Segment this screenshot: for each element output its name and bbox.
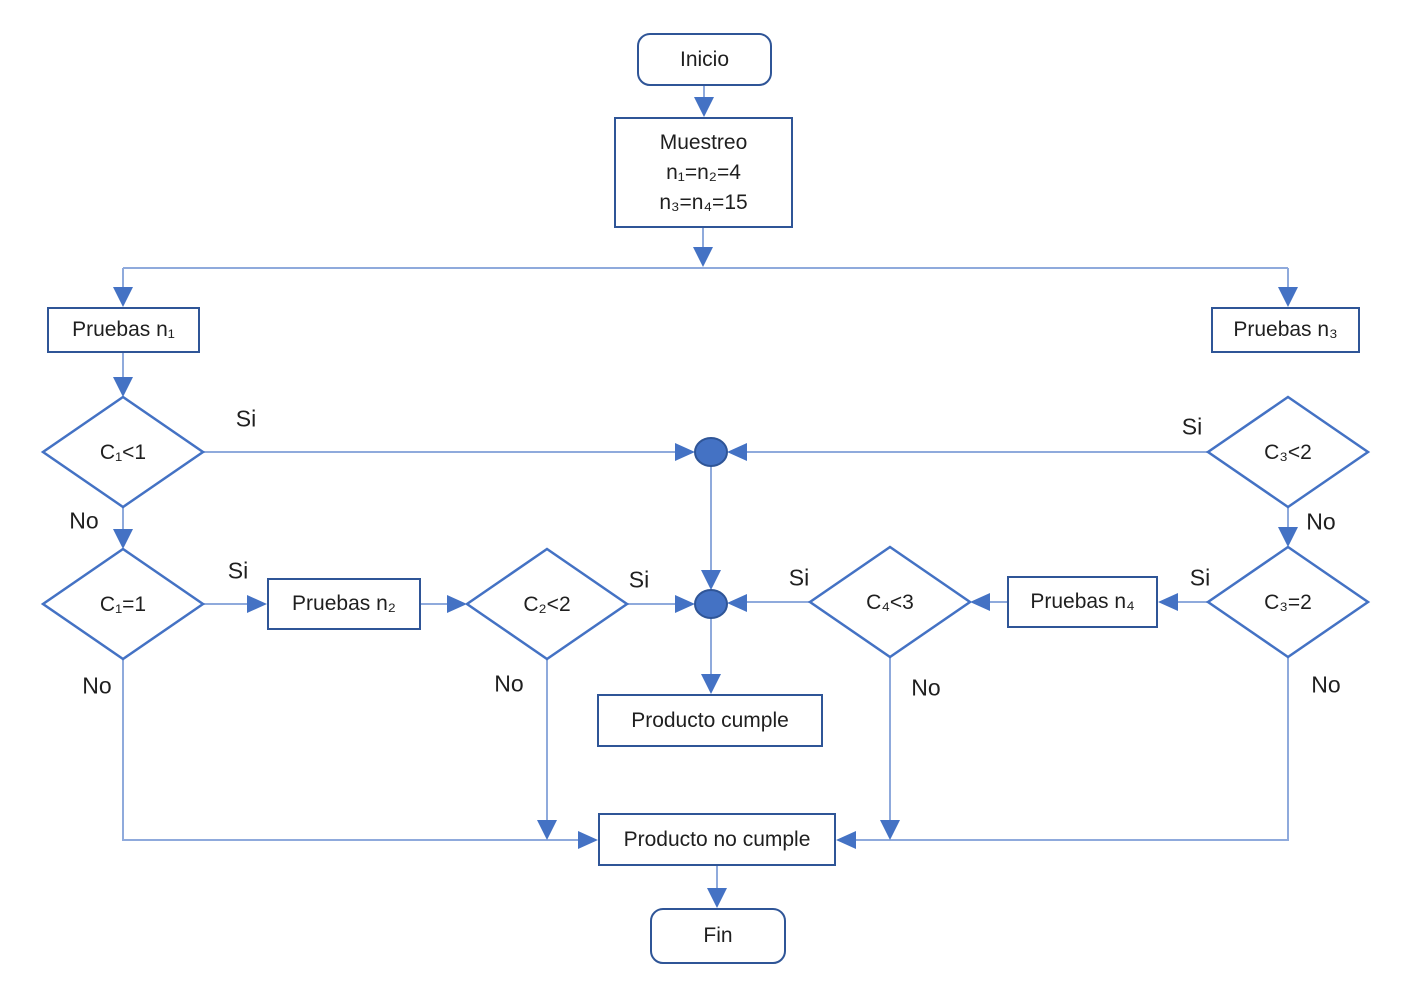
arrowhead-c1lt1-si-into-junction1: [675, 443, 695, 461]
node-producto-cumple-label: Producto cumple: [631, 708, 789, 732]
arrowhead-into-c2lt2: [447, 595, 467, 613]
edge-label-c2lt2-no: No: [494, 670, 524, 697]
decision-c2-lt-2-label: C₂<2: [523, 593, 571, 616]
node-muestreo: Muestreo n₁=n₂=4 n₃=n₄=15: [614, 117, 793, 228]
node-pruebas-n3: Pruebas n₃: [1211, 307, 1360, 353]
decision-c1-lt-1-label: C₁<1: [99, 441, 147, 464]
arrowhead-into-c1eq1: [113, 529, 133, 549]
edge-label-c1eq1-si: Si: [227, 557, 249, 584]
decision-c2-lt-2: [464, 547, 630, 661]
arrowhead-right-into-productonocumple: [836, 831, 856, 849]
arrowhead-c4lt3-si-into-junction2: [727, 594, 747, 612]
node-muestreo-line2: n₁=n₂=4: [666, 160, 741, 184]
junction-dot-2: [694, 589, 728, 619]
decision-c3-eq-2: [1205, 545, 1371, 659]
decision-c4-lt-3: [807, 545, 973, 659]
node-muestreo-line1: Muestreo: [659, 130, 748, 154]
arrowhead-into-c4lt3: [970, 593, 990, 611]
edge-label-c4lt3-no: No: [911, 674, 941, 701]
connector-c1eq1-no-productonocumple: [122, 659, 580, 841]
arrowhead-c4lt3-no-merge: [880, 820, 900, 840]
arrowhead-into-pruebas-n3: [1278, 287, 1298, 307]
decision-c3-eq-2-label: C₃=2: [1264, 591, 1312, 614]
edge-label-c3eq2-no: No: [1311, 671, 1341, 698]
arrowhead-c3lt2-si-into-junction1: [727, 443, 747, 461]
edge-label-c1lt1-si: Si: [235, 405, 257, 432]
edge-label-c4lt3-si: Si: [788, 564, 810, 591]
node-producto-no-cumple: Producto no cumple: [598, 813, 836, 866]
arrowhead-into-splitter: [693, 247, 713, 267]
arrowhead-left-into-productonocumple: [578, 831, 598, 849]
node-producto-cumple: Producto cumple: [597, 694, 823, 747]
node-muestreo-line3: n₃=n₄=15: [659, 190, 748, 214]
node-pruebas-n1-label: Pruebas n₁: [72, 318, 175, 341]
arrowhead-into-productocumple: [701, 674, 721, 694]
node-pruebas-n4-label: Pruebas n₄: [1030, 590, 1135, 613]
arrowhead-into-c1lt1: [113, 377, 133, 397]
edge-label-c3eq2-si: Si: [1189, 564, 1211, 591]
decision-c3-lt-2-label: C₃<2: [1264, 441, 1312, 464]
arrowhead-c3eq2-si-into-pruebasn4: [1158, 593, 1178, 611]
arrowhead-into-c3eq2: [1278, 527, 1298, 547]
decision-c4-lt-3-label: C₄<3: [866, 591, 914, 614]
node-fin: Fin: [650, 908, 786, 964]
arrowhead-into-pruebas-n1: [113, 287, 133, 307]
node-pruebas-n3-label: Pruebas n₃: [1233, 318, 1338, 341]
arrowhead-c2lt2-no-merge: [537, 820, 557, 840]
node-fin-label: Fin: [703, 924, 733, 947]
node-pruebas-n2: Pruebas n₂: [267, 578, 421, 630]
node-inicio: Inicio: [637, 33, 772, 86]
decision-c3-lt-2: [1205, 395, 1371, 509]
node-pruebas-n4: Pruebas n₄: [1007, 576, 1158, 628]
edge-label-c1eq1-no: No: [82, 672, 112, 699]
edge-label-c2lt2-si: Si: [628, 566, 650, 593]
decision-c1-lt-1: [40, 395, 206, 509]
connector-c3eq2-no-productonocumple: [854, 657, 1289, 841]
edge-label-c1lt1-no: No: [69, 507, 99, 534]
node-producto-no-cumple-label: Producto no cumple: [623, 827, 811, 851]
decision-c1-eq-1: [40, 547, 206, 661]
decision-c1-eq-1-label: C₁=1: [99, 593, 147, 616]
junction-dot-1: [694, 437, 728, 467]
edge-label-c3lt2-si: Si: [1181, 413, 1203, 440]
arrowhead-into-junction2-top: [701, 570, 721, 590]
node-pruebas-n1: Pruebas n₁: [47, 307, 200, 353]
arrowhead-c1eq1-si-into-pruebasn2: [247, 595, 267, 613]
node-pruebas-n2-label: Pruebas n₂: [292, 592, 396, 615]
arrowhead-c2lt2-si-into-junction2: [675, 595, 695, 613]
arrowhead-into-muestreo: [694, 97, 714, 117]
node-inicio-label: Inicio: [679, 47, 730, 71]
arrowhead-into-fin: [707, 888, 727, 908]
edge-label-c3lt2-no: No: [1306, 508, 1336, 535]
